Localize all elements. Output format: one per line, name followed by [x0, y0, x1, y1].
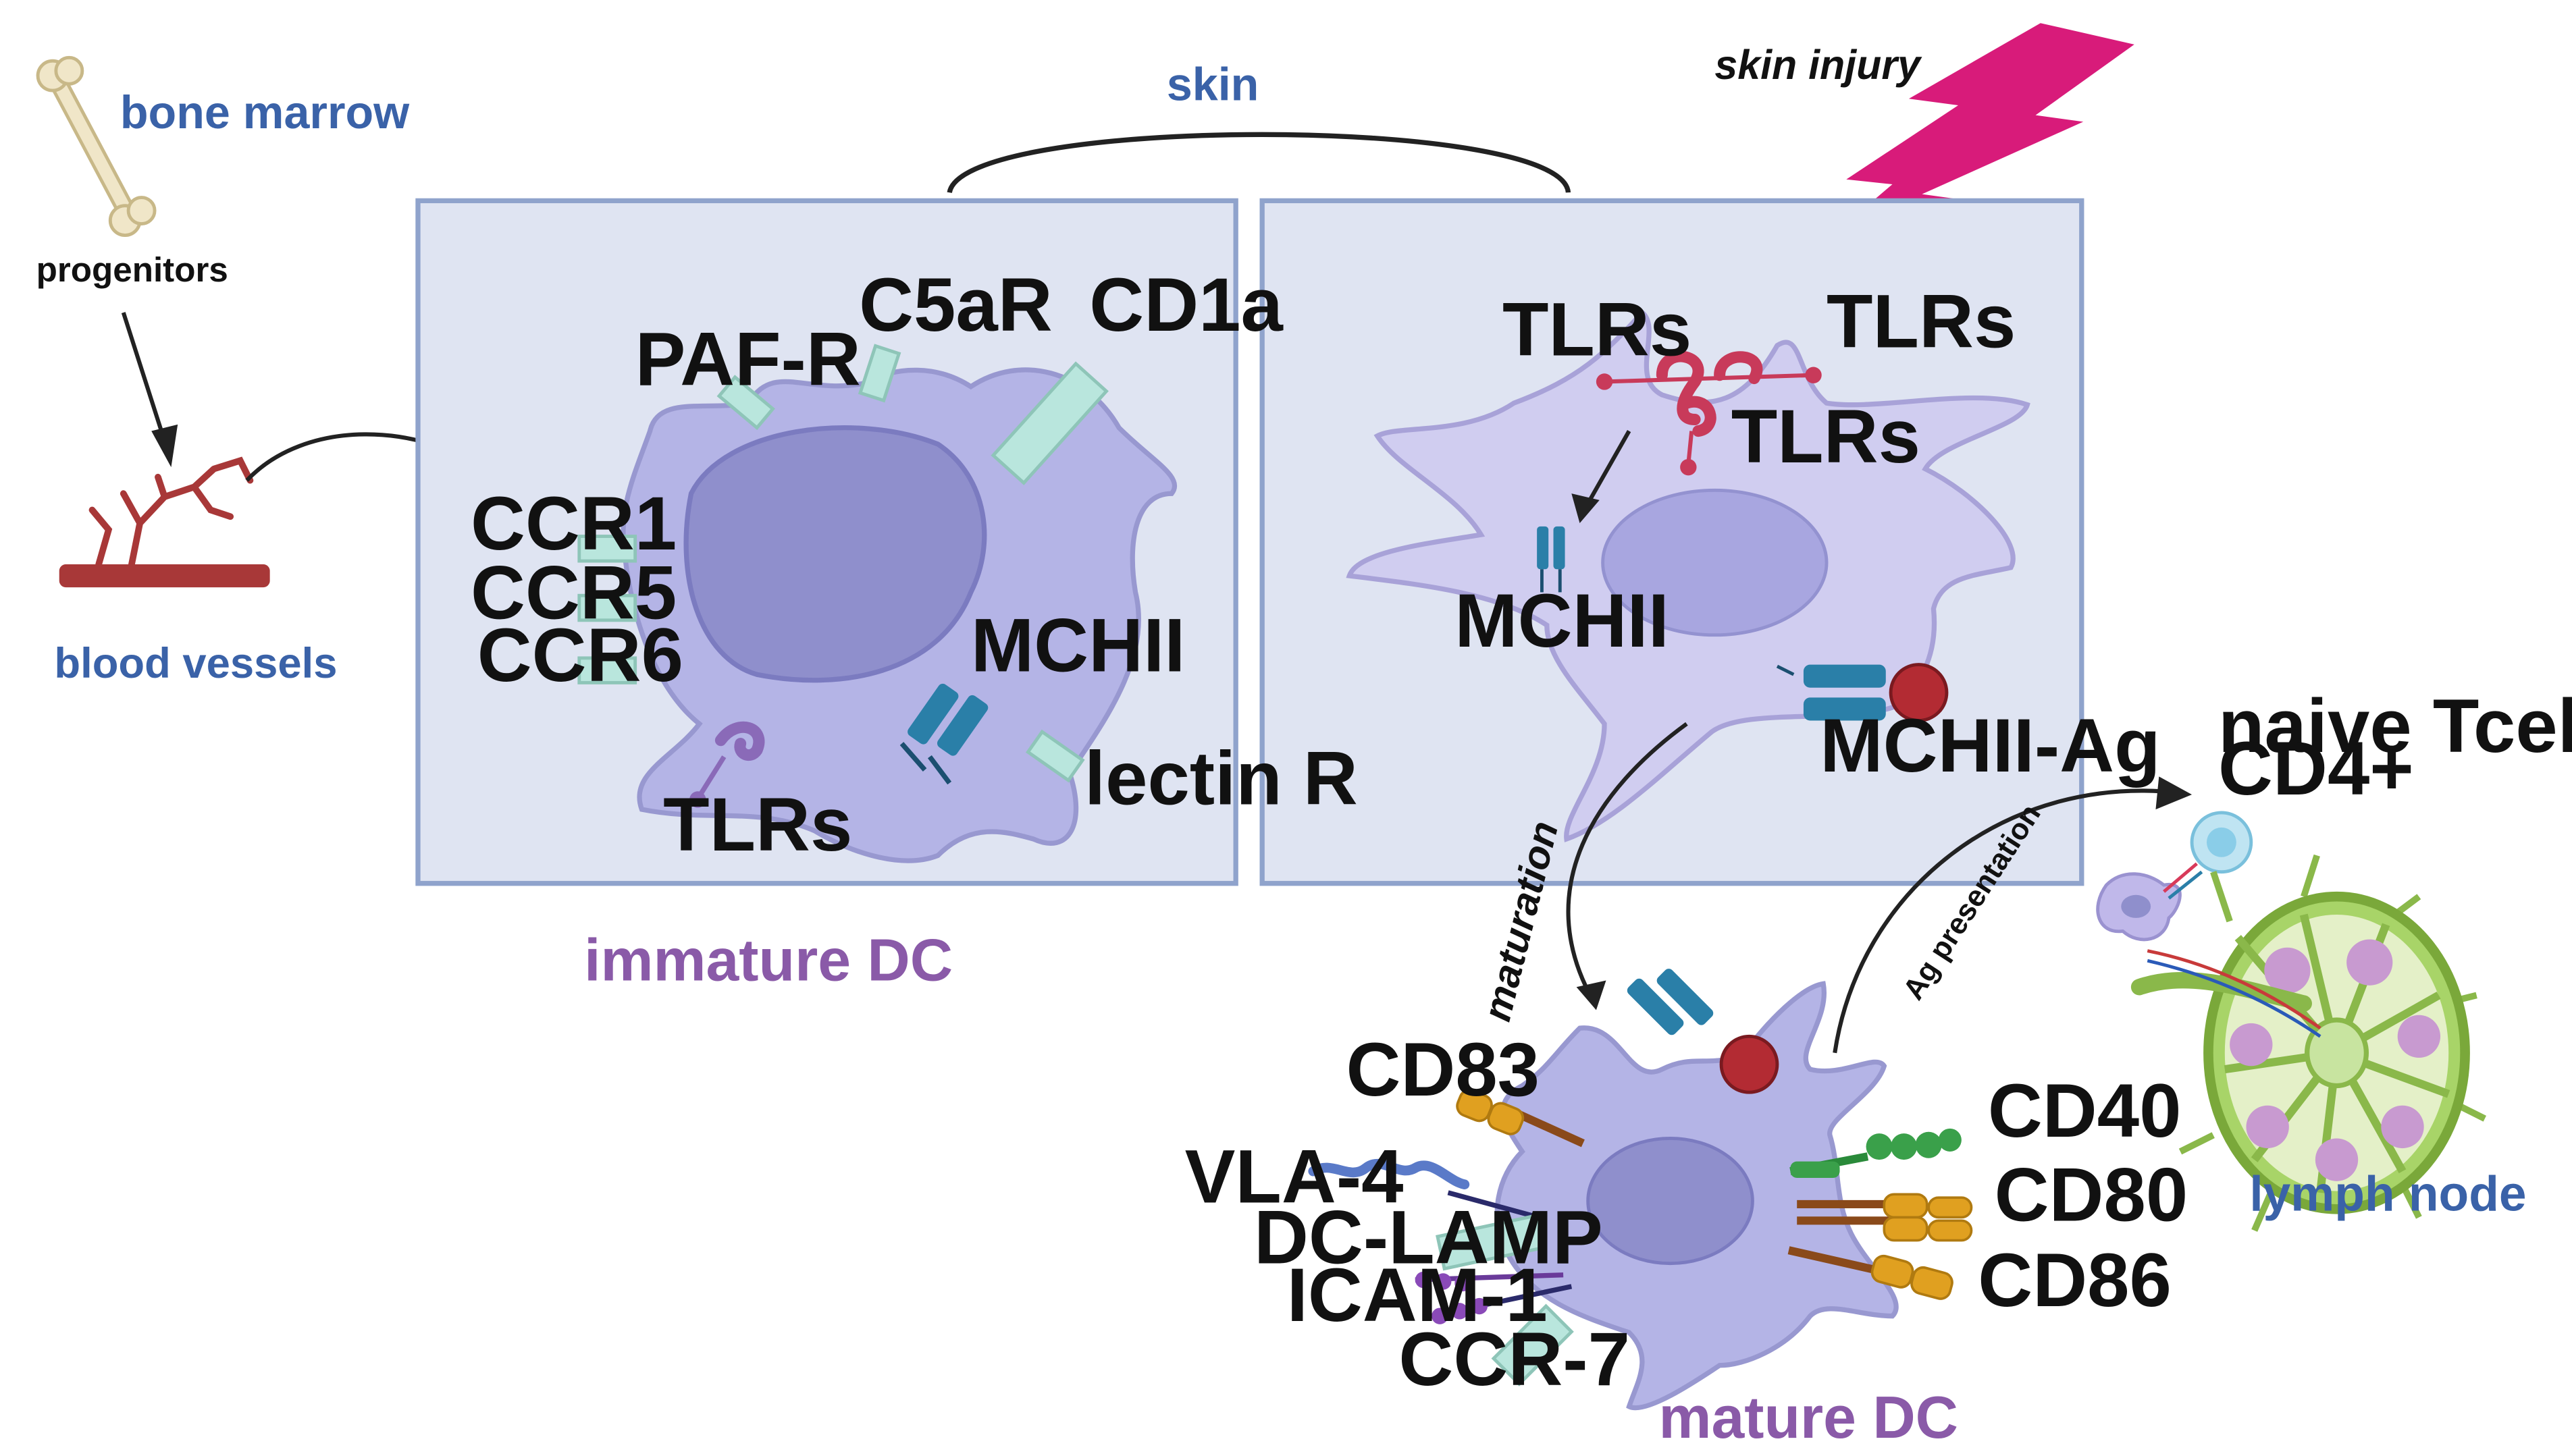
mhcii-receptor-icon: [899, 683, 989, 785]
dc-lamp-label: DC-LAMP: [1254, 1195, 1603, 1280]
ccr1-label: CCR1: [471, 481, 677, 566]
lymph-node-label: lymph node: [2249, 1167, 2526, 1222]
immature-dc-label: immature DC: [584, 927, 953, 994]
tlrs-left-label: TLRs: [1502, 287, 1691, 371]
activated-dc-nucleus: [1601, 488, 1829, 637]
skin-injury-label: skin injury: [1714, 42, 1922, 88]
ag-presentation-arrow: [1833, 788, 2181, 1054]
cd1a-label: CD1a: [1089, 263, 1284, 347]
skin-bracket: [947, 132, 1571, 194]
vla4-label: VLA-4: [1185, 1135, 1404, 1219]
ccr7-receptor: [1491, 1303, 1574, 1386]
icam1-receptor-icon: [1415, 1271, 1573, 1324]
dc-lamp-receptor: [1436, 1213, 1546, 1271]
maturation-arrow: [1566, 722, 1688, 1002]
tlrs-right-label: TLRs: [1827, 279, 2016, 363]
mhcii-ag-icon: [1776, 663, 1949, 722]
paf-r-receptor: [716, 375, 775, 431]
tlr-to-mhc-arrowhead: [1571, 493, 1600, 524]
cd86-receptor-icon: [1787, 1246, 1953, 1300]
progenitor-arrow: [121, 312, 167, 442]
ag-presentation-arrowhead: [2155, 776, 2193, 810]
lectin-r-label: lectin R: [1084, 736, 1358, 821]
skin-label: skin: [1167, 59, 1259, 111]
cd40-label: CD40: [1988, 1069, 2182, 1153]
cd86-label: CD86: [1978, 1238, 2172, 1322]
tlr-cluster-icon: [1596, 350, 1822, 476]
paf-r-label: PAF-R: [635, 317, 861, 401]
dc-tcell-interaction-icon: [2096, 811, 2253, 942]
cd80-label: CD80: [1995, 1152, 2188, 1237]
immature-dc-nucleus: [683, 425, 987, 683]
progenitor-arrowhead: [151, 424, 178, 468]
immature-tlrs-label: TLRs: [663, 782, 852, 867]
cd83-label: CD83: [1346, 1027, 1540, 1112]
ccr6-receptor: [577, 656, 637, 684]
tlr-receptor-icon: [689, 721, 765, 808]
tlr-to-mhc-arrow: [1586, 430, 1631, 505]
bone-icon: [36, 55, 157, 237]
icam1-label: ICAM-1: [1287, 1253, 1548, 1337]
naive-tcell-label: naive Tcell: [2218, 684, 2572, 768]
cd80-receptor-icon: [1797, 1193, 1973, 1242]
ccr5-receptor: [577, 593, 637, 622]
c5ar-label: C5aR: [859, 263, 1053, 347]
lymph-node-icon: [2130, 854, 2487, 1232]
blood-vessels-label: blood vessels: [54, 640, 337, 687]
activated-mchii-label: MCHII: [1454, 578, 1669, 663]
bone-marrow-label: bone marrow: [120, 87, 410, 138]
ccr1-receptor: [577, 535, 637, 563]
ccr6-label: CCR6: [477, 613, 683, 697]
cd83-receptor-icon: [1456, 1089, 1585, 1148]
ccr5-label: CCR5: [471, 550, 677, 635]
cd40-receptor-icon: [1789, 1128, 1962, 1178]
tlrs-center-label: TLRs: [1731, 394, 1920, 479]
cd4-label: CD4+: [2218, 726, 2414, 811]
mature-dc-label: mature DC: [1658, 1384, 1958, 1451]
lectin-r-receptor: [1025, 729, 1085, 783]
vla4-receptor-icon: [1308, 1158, 1540, 1220]
blood-vessel-icon: [59, 456, 270, 588]
mchii-ag-label: MCHII-Ag: [1820, 703, 2160, 788]
mature-dc-nucleus: [1586, 1137, 1754, 1266]
maturation-arrowhead: [1576, 980, 1606, 1010]
immature-mchii-label: MCHII: [971, 603, 1186, 687]
cd1a-receptor: [991, 361, 1109, 485]
c5ar-receptor: [858, 344, 901, 403]
ccr7-label: CCR-7: [1398, 1317, 1630, 1401]
progenitors-label: progenitors: [36, 250, 228, 289]
mature-mhcii-ag-icon: [1627, 969, 1779, 1094]
activated-mhcii-icon: [1537, 526, 1565, 593]
